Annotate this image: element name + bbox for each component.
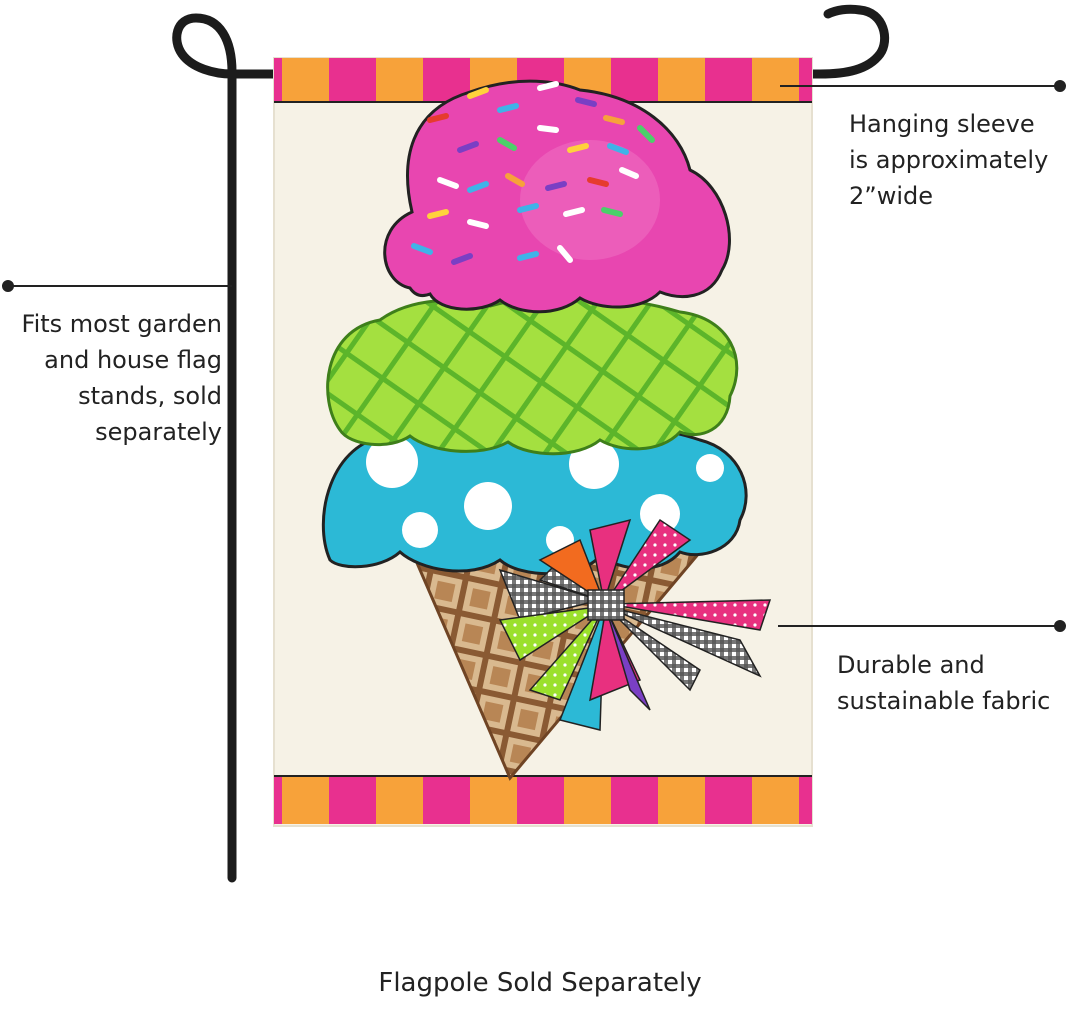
green-scoop (326, 295, 739, 456)
callout-lines (2, 80, 1066, 632)
callout-hanging-sleeve: Hanging sleeve is approximately 2”wide (849, 110, 1049, 210)
garden-flag (273, 57, 813, 827)
callout-flag-stand: Fits most garden and house flag stands, … (21, 310, 222, 446)
bottom-stripes (274, 776, 812, 824)
polka-dots (366, 436, 724, 554)
callout-fabric: Durable and sustainable fabric (837, 651, 1051, 715)
caption-flagpole: Flagpole Sold Separately (378, 968, 702, 998)
sprinkles (411, 81, 655, 265)
flag-stand (172, 4, 890, 883)
ribbon-bow (498, 518, 772, 731)
